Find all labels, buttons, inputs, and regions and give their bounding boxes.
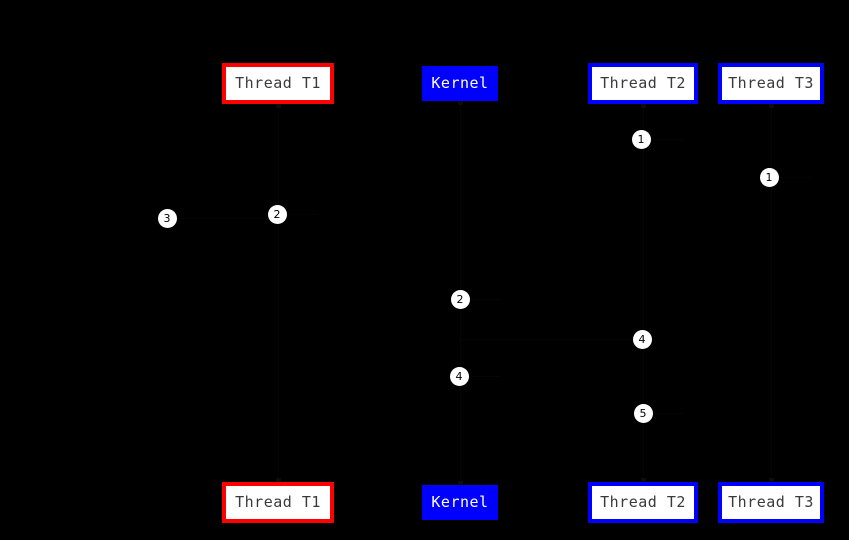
participant-label: Thread T3 xyxy=(728,74,814,92)
step-badge-1: 1 xyxy=(759,167,779,187)
step-badge-4: 4 xyxy=(449,366,469,386)
message-kernel-self xyxy=(460,299,500,300)
step-badge-1: 1 xyxy=(631,129,651,149)
participant-label: Thread T3 xyxy=(728,493,814,511)
message-t1-self xyxy=(278,214,318,215)
participant-label: Thread T2 xyxy=(600,74,686,92)
message-t3-self xyxy=(771,177,811,178)
step-badge-2: 2 xyxy=(267,204,287,224)
message-kernel-return xyxy=(460,376,500,377)
step-badge-4: 4 xyxy=(632,329,652,349)
message-t2-kernel xyxy=(460,339,643,340)
lifeline-kernel-nub xyxy=(458,101,463,105)
participant-thread-t1-head[interactable]: Thread T1 xyxy=(222,63,334,104)
participant-thread-t3-foot[interactable]: Thread T3 xyxy=(718,482,824,523)
participant-thread-t2-head[interactable]: Thread T2 xyxy=(588,63,698,104)
lifeline-thread-t2 xyxy=(643,104,644,482)
message-t1-inbound xyxy=(167,218,278,219)
participant-label: Thread T2 xyxy=(600,493,686,511)
participant-thread-t2-foot[interactable]: Thread T2 xyxy=(588,482,698,523)
participant-label: Thread T1 xyxy=(235,74,321,92)
participant-thread-t1-foot[interactable]: Thread T1 xyxy=(222,482,334,523)
participant-label: Thread T1 xyxy=(235,493,321,511)
step-badge-5: 5 xyxy=(633,403,653,423)
step-badge-3: 3 xyxy=(157,208,177,228)
step-badge-2: 2 xyxy=(450,289,470,309)
lifeline-thread-t1-nub-bottom xyxy=(276,478,281,482)
participant-kernel-head[interactable]: Kernel xyxy=(422,66,498,101)
lifeline-thread-t3 xyxy=(771,104,772,482)
participant-kernel-foot[interactable]: Kernel xyxy=(422,485,498,520)
participant-label: Kernel xyxy=(431,493,489,511)
message-t2-final xyxy=(643,413,683,414)
lifeline-thread-t1-nub xyxy=(276,104,281,108)
participant-thread-t3-head[interactable]: Thread T3 xyxy=(718,63,824,104)
message-t2-self xyxy=(643,139,683,140)
lifeline-thread-t3-nub-bottom xyxy=(769,478,774,482)
participant-label: Kernel xyxy=(431,74,489,92)
lifeline-thread-t3-nub xyxy=(769,104,774,108)
lifeline-kernel-nub-bottom xyxy=(458,481,463,485)
lifeline-thread-t2-nub xyxy=(641,104,646,108)
lifeline-thread-t2-nub-bottom xyxy=(641,478,646,482)
lifeline-thread-t1 xyxy=(278,104,279,482)
